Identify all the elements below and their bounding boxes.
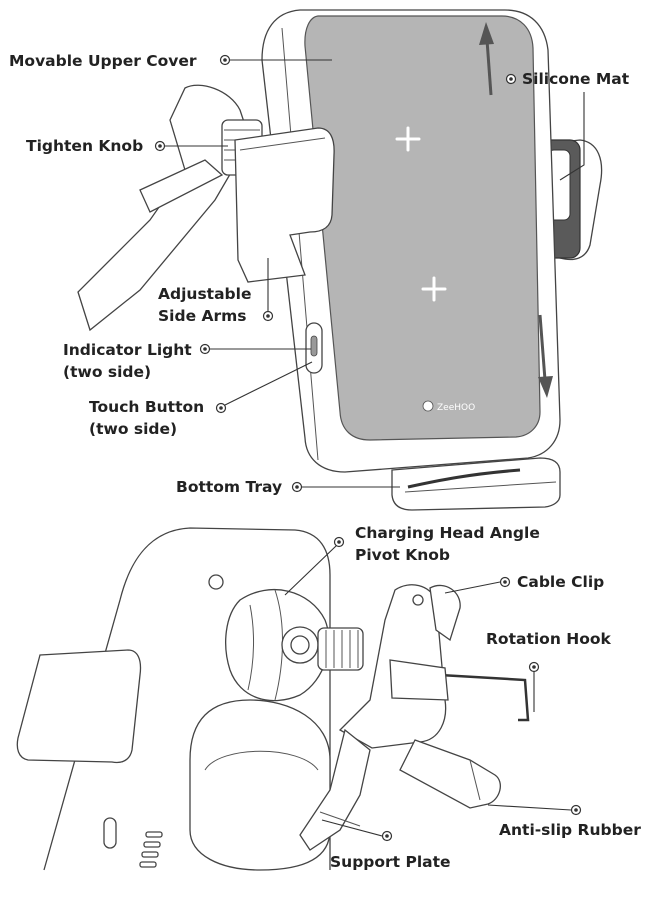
callout-dot xyxy=(154,140,166,152)
label-bottom-tray: Bottom Tray xyxy=(176,478,282,496)
cable-clip xyxy=(429,584,461,642)
front-view: ZeeHOO xyxy=(77,9,603,511)
anti-slip-rubber-arm xyxy=(399,739,501,809)
callout-dot xyxy=(505,73,517,85)
callout-dot xyxy=(570,804,582,816)
label-rotation-hook: Rotation Hook xyxy=(486,630,612,648)
back-side-button xyxy=(103,817,117,849)
label-silicone-mat: Silicone Mat xyxy=(522,70,630,88)
label-indicator-light-line1: Indicator Light xyxy=(63,341,192,359)
threaded-joint xyxy=(317,627,364,671)
base-cylinder xyxy=(189,699,331,871)
charging-cross-icon xyxy=(421,276,447,302)
label-cable-clip: Cable Clip xyxy=(517,573,604,591)
vent-clip-upper-arm xyxy=(139,159,224,213)
charger-body-edge xyxy=(281,27,319,461)
callout-dot xyxy=(215,402,227,414)
callout-dot xyxy=(219,54,231,66)
label-adjustable-side-arms-line1: Adjustable xyxy=(158,285,251,303)
support-plate xyxy=(299,728,371,851)
bottom-tray-grip xyxy=(407,468,521,489)
callout-dot xyxy=(499,576,511,588)
label-adjustable-side-arms-line2: Side Arms xyxy=(158,307,247,325)
label-pivot-knob-line1: Charging Head Angle xyxy=(355,524,540,542)
callout-dot xyxy=(262,310,274,322)
brand-logo-icon xyxy=(422,400,434,412)
back-view xyxy=(16,527,530,871)
vent-slots xyxy=(139,831,163,868)
charging-pad xyxy=(304,15,541,441)
label-indicator-light-line2: (two side) xyxy=(63,363,151,381)
rotation-hook xyxy=(439,673,530,722)
callout-dot xyxy=(291,481,303,493)
callout-dot xyxy=(333,536,345,548)
touch-button xyxy=(310,335,318,357)
back-hole xyxy=(208,574,224,590)
back-left-arm xyxy=(16,649,142,764)
left-side-arm xyxy=(234,127,335,283)
label-touch-button-line2: (two side) xyxy=(89,420,177,438)
callout-dot xyxy=(528,661,540,673)
label-tighten-knob: Tighten Knob xyxy=(26,137,143,155)
label-support-plate: Support Plate xyxy=(330,853,451,871)
label-touch-button-line1: Touch Button xyxy=(89,398,204,416)
label-pivot-knob-line2: Pivot Knob xyxy=(355,546,450,564)
brand-text: ZeeHOO xyxy=(437,403,475,413)
callouts: Movable Upper Cover Silicone Mat Tighten… xyxy=(9,52,641,871)
callout-dot xyxy=(381,830,393,842)
label-anti-slip-rubber: Anti-slip Rubber xyxy=(499,821,641,839)
charging-cross-icon xyxy=(395,126,421,152)
clip-pin xyxy=(412,594,424,606)
label-movable-upper-cover: Movable Upper Cover xyxy=(9,52,197,70)
arrow-down-icon xyxy=(538,314,553,398)
arrow-up-icon xyxy=(479,22,494,96)
callout-dot xyxy=(199,343,211,355)
